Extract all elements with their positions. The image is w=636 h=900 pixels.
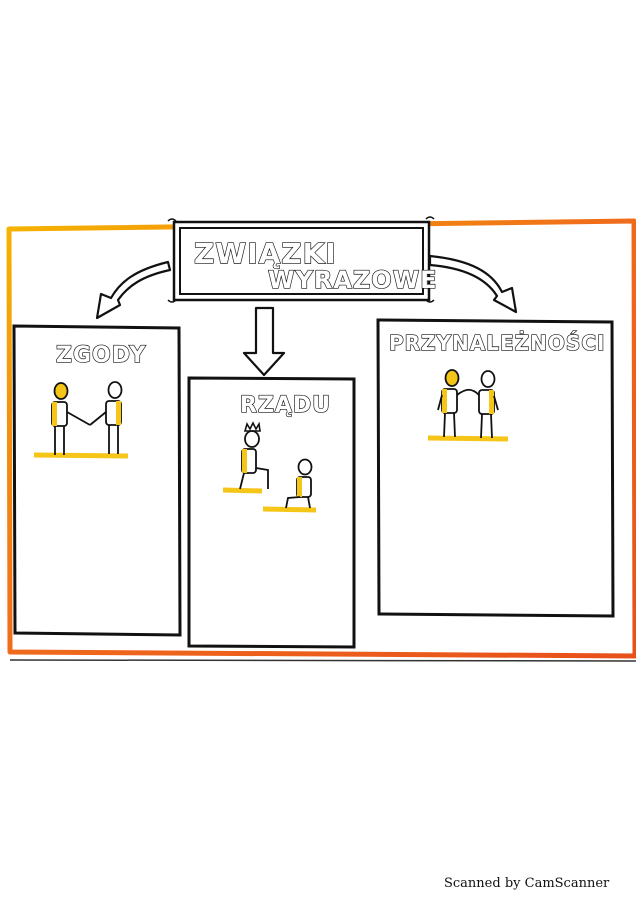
title-line1: ZWIĄZKI <box>194 237 337 270</box>
title-box: ZWIĄZKI WYRAZOWE <box>167 216 438 303</box>
arrow-right <box>428 254 518 314</box>
title-line2: WYRAZOWE <box>268 266 438 294</box>
box-rzadu-label: RZĄDU <box>240 393 331 418</box>
arrow-down <box>242 306 286 377</box>
box-zgody-label: ZGODY <box>56 343 146 368</box>
scanner-watermark: Scanned by CamScanner <box>444 876 610 891</box>
box-przynaleznosci-label: PRZYNALEŻNOŚCI <box>389 331 605 355</box>
arrow-left <box>95 260 172 320</box>
belonging-illustration <box>427 369 509 442</box>
box-rzadu: RZĄDU <box>187 376 356 649</box>
handshake-illustration <box>33 381 129 459</box>
box-zgody: ZGODY <box>12 324 182 637</box>
box-przynaleznosci: PRZYNALEŻNOŚCI <box>376 318 615 618</box>
king-and-subject-illustration <box>222 421 317 513</box>
